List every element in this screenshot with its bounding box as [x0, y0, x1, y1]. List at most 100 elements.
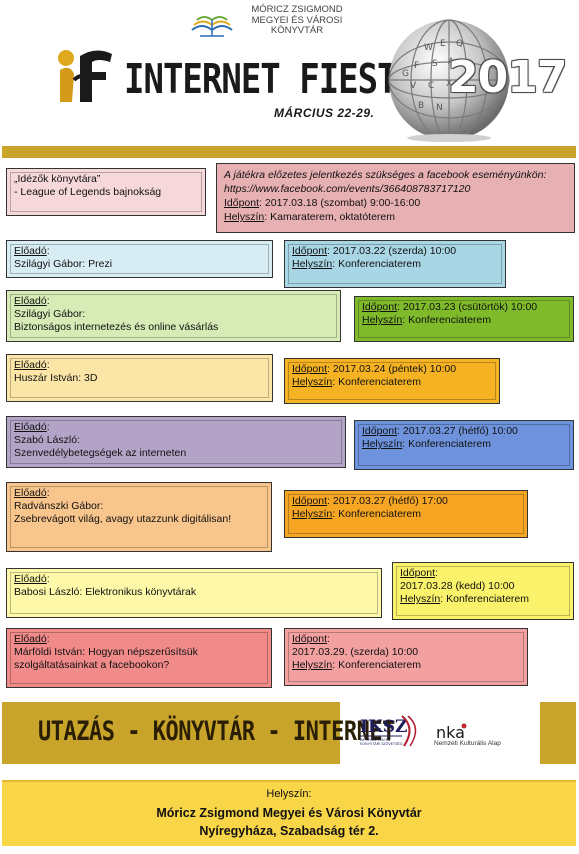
- event-4-topic: Szenvedélybetegségek az interneten: [14, 447, 187, 459]
- event-4-time: 2017.03.27 (hétfő) 10:00: [402, 425, 518, 437]
- event-1-schedule-box: Időpont: 2017.03.22 (szerda) 10:00 Helys…: [284, 240, 506, 288]
- header-divider: [2, 146, 576, 158]
- event-2-presenter: Szilágyi Gábor:: [14, 308, 86, 320]
- event-7-schedule-box: Időpont: 2017.03.29. (szerda) 10:00 Hely…: [284, 628, 528, 686]
- presenter-label: Előadó: [14, 573, 47, 585]
- intro-title: „Idézők könyvtára”: [14, 173, 101, 185]
- event-6-schedule-box: Időpont: 2017.03.28 (kedd) 10:00 Helyszí…: [392, 562, 574, 620]
- event-2-schedule-box: Időpont: 2017.03.23 (csütörtök) 10:00 He…: [354, 296, 574, 342]
- iksz-subtitle: INFORMATIKAI ÉS KÖNYVTÁRI SZÖVETSÉG: [360, 738, 403, 746]
- event-3-presenter: Huszár István: 3D: [14, 372, 98, 384]
- presenter-label: Előadó: [14, 487, 47, 499]
- svg-text:G: G: [402, 69, 409, 79]
- event-1-presenter: Szilágyi Gábor: Prezi: [14, 258, 113, 270]
- event-6-presenter-box: Előadó: Babosi László: Elektronikus köny…: [6, 568, 382, 618]
- place-label: Helyszín: [292, 376, 333, 388]
- facebook-event-link[interactable]: https://www.facebook.com/events/36640878…: [224, 183, 471, 195]
- event-2-time: 2017.03.23 (csütörtök) 10:00: [402, 301, 538, 313]
- event-3-presenter-box: Előadó: Huszár István: 3D: [6, 354, 273, 402]
- svg-text:Q: Q: [456, 39, 463, 49]
- time-label: Időpont: [362, 425, 398, 437]
- svg-text:C: C: [428, 81, 434, 91]
- intro-details-box: A játékra előzetes jelentkezés szükséges…: [216, 163, 575, 233]
- event-7-topic: szolgáltatásainkat a facebookon?: [14, 659, 170, 671]
- nka-logo-text: nka: [436, 723, 465, 742]
- place-label: Helyszín: [292, 508, 333, 520]
- time-label: Időpont: [292, 633, 328, 645]
- place-label: Helyszín: [292, 659, 333, 671]
- presenter-label: Előadó: [14, 359, 47, 371]
- venue-box: Helyszín: Móricz Zsigmond Megyei és Váro…: [2, 780, 576, 846]
- svg-text:X: X: [446, 79, 452, 89]
- event-3-place: Konferenciaterem: [338, 376, 421, 388]
- event-5-place: Konferenciaterem: [338, 508, 421, 520]
- svg-text:F: F: [414, 61, 419, 71]
- svg-text:V: V: [410, 81, 417, 91]
- iksz-logo: IKSZ INFORMATIKAI ÉS KÖNYVTÁRI SZÖVETSÉG: [358, 712, 428, 750]
- svg-text:E: E: [440, 39, 446, 49]
- presenter-label: Előadó: [14, 245, 47, 257]
- event-7-presenter: Márföldi István: Hogyan népszerűsítsük: [14, 646, 198, 658]
- place-label: Helyszín: [400, 593, 441, 605]
- event-4-place: Konferenciaterem: [408, 438, 491, 450]
- iksz-logo-text: IKSZ: [360, 717, 407, 737]
- event-5-presenter-box: Előadó: Radvánszki Gábor: Zsebrevágott v…: [6, 482, 272, 552]
- library-name-line1: MÓRICZ ZSIGMOND: [251, 4, 343, 15]
- intro-time: 2017.03.18 (szombat) 9:00-16:00: [264, 197, 421, 209]
- event-1-place: Konferenciaterem: [338, 258, 421, 270]
- intro-note: A játékra előzetes jelentkezés szükséges…: [224, 169, 547, 181]
- event-5-time: 2017.03.27 (hétfő) 17:00: [332, 495, 448, 507]
- svg-text:W: W: [424, 43, 433, 53]
- intro-place: Kamaraterem, oktatóterem: [270, 211, 395, 223]
- nka-subtitle: Nemzeti Kulturális Alap: [434, 740, 501, 747]
- band-edge: [540, 702, 576, 764]
- intro-subtitle: - League of Legends bajnokság: [14, 186, 162, 198]
- event-5-presenter: Radvánszki Gábor:: [14, 500, 104, 512]
- svg-text:A: A: [448, 57, 455, 67]
- library-name-line3: KÖNYVTÁR: [270, 25, 324, 36]
- event-4-presenter: Szabó László:: [14, 434, 80, 446]
- event-4-presenter-box: Előadó: Szabó László: Szenvedélybetegség…: [6, 416, 346, 468]
- presenter-label: Előadó: [14, 633, 47, 645]
- event-3-time: 2017.03.24 (péntek) 10:00: [332, 363, 457, 375]
- event-7-time: 2017.03.29. (szerda) 10:00: [292, 646, 419, 658]
- slogan-band: [2, 702, 340, 764]
- library-logo: MÓRICZ ZSIGMOND MEGYEI ÉS VÁROSI KÖNYVTÁ…: [188, 2, 358, 42]
- place-label: Helyszín: [362, 438, 403, 450]
- presenter-label: Előadó: [14, 421, 47, 433]
- internet-fiesta-logo: [52, 46, 120, 106]
- place-label: Helyszín: [292, 258, 333, 270]
- event-7-presenter-box: Előadó: Márföldi István: Hogyan népszerű…: [6, 628, 272, 688]
- venue-name: Móricz Zsigmond Megyei és Városi Könyvtá…: [156, 806, 422, 820]
- event-6-time: 2017.03.28 (kedd) 10:00: [400, 580, 515, 592]
- event-1-presenter-box: Előadó: Szilágyi Gábor: Prezi: [6, 240, 273, 278]
- time-label: Időpont: [362, 301, 398, 313]
- time-label: Időpont: [224, 197, 260, 209]
- time-label: Időpont: [292, 495, 328, 507]
- event-6-place: Konferenciaterem: [446, 593, 529, 605]
- year-label: 2017: [448, 52, 567, 103]
- event-4-schedule-box: Időpont: 2017.03.27 (hétfő) 10:00 Helysz…: [354, 420, 574, 470]
- event-5-schedule-box: Időpont: 2017.03.27 (hétfő) 17:00 Helysz…: [284, 490, 528, 538]
- presenter-label: Előadó: [14, 295, 47, 307]
- open-book-icon: [191, 16, 233, 37]
- event-2-presenter-box: Előadó: Szilágyi Gábor: Biztonságos inte…: [6, 290, 341, 342]
- event-7-place: Konferenciaterem: [338, 659, 421, 671]
- event-date: MÁRCIUS 22-29.: [274, 106, 375, 120]
- intro-title-box: „Idézők könyvtára” - League of Legends b…: [6, 168, 206, 216]
- time-label: Időpont: [292, 363, 328, 375]
- event-1-time: 2017.03.22 (szerda) 10:00: [332, 245, 457, 257]
- venue-label: Helyszín:: [266, 788, 312, 800]
- event-6-presenter: Babosi László: Elektronikus könyvtárak: [14, 586, 197, 598]
- event-5-topic: Zsebrevágott világ, avagy utazzunk digit…: [14, 513, 232, 525]
- event-2-topic: Biztonságos internetezés és online vásár…: [14, 321, 219, 333]
- time-label: Időpont: [292, 245, 328, 257]
- slogan: UTAZÁS - KÖNYVTÁR - INTERNET: [38, 717, 395, 747]
- event-3-schedule-box: Időpont: 2017.03.24 (péntek) 10:00 Helys…: [284, 358, 500, 404]
- library-name-line2: MEGYEI ÉS VÁROSI: [251, 14, 343, 26]
- svg-text:N: N: [436, 103, 443, 113]
- nka-logo: nka Nemzeti Kulturális Alap: [434, 716, 524, 750]
- place-label: Helyszín: [362, 314, 403, 326]
- page-title: INTERNET FIESTA: [124, 56, 417, 104]
